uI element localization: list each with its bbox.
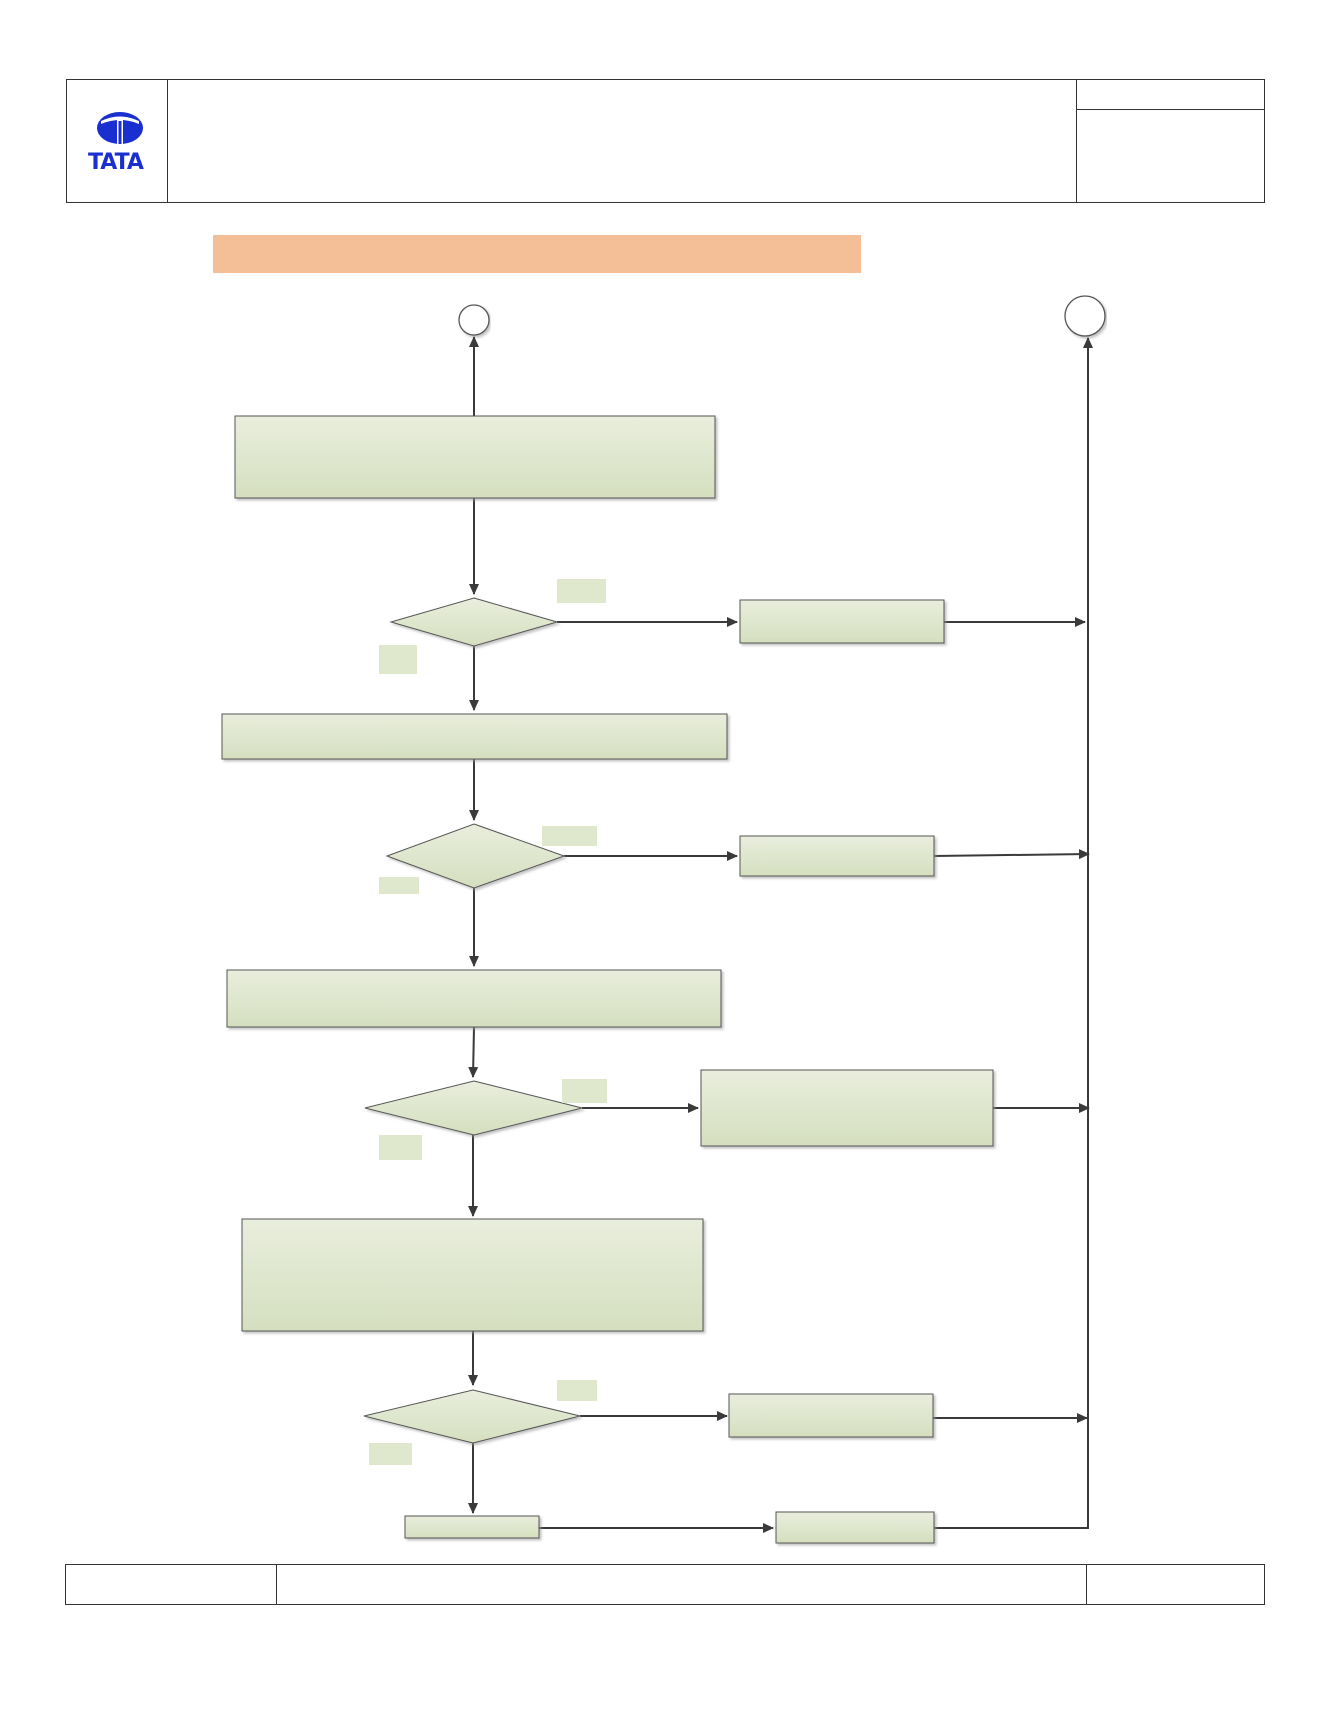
- process-box-3: [226, 969, 722, 1028]
- start-connector: [458, 304, 490, 336]
- action-box-4: [728, 1393, 934, 1438]
- branch-label-no-3: [379, 1135, 422, 1160]
- flow-line: [468, 1026, 479, 1078]
- decision-diamond-1: [389, 597, 559, 647]
- decision-diamond-3: [364, 1080, 583, 1136]
- process-box-2: [221, 713, 728, 760]
- branch-label-yes-3: [562, 1079, 607, 1103]
- header-frame: [66, 79, 1265, 203]
- logo-wordmark: TATA: [88, 150, 144, 175]
- footer-divider-left: [276, 1564, 277, 1605]
- action-box-2: [739, 835, 935, 877]
- branch-label-no-1: [379, 645, 417, 674]
- footer-frame: [65, 1564, 1265, 1605]
- branch-label-yes-4: [557, 1380, 597, 1401]
- branch-label-yes-1: [557, 579, 606, 603]
- decision-diamond-2: [385, 823, 566, 889]
- action-box-1: [739, 599, 945, 644]
- branch-label-no-2: [379, 877, 419, 894]
- end-connector: [1064, 295, 1106, 337]
- collector-line: [934, 337, 1093, 1529]
- process-box-4: [241, 1218, 704, 1332]
- section-banner: [213, 235, 861, 273]
- process-box-1: [234, 415, 716, 499]
- branch-label-no-4: [369, 1443, 412, 1465]
- decision-diamond-4: [363, 1389, 581, 1444]
- process-box-5: [404, 1515, 540, 1539]
- header-right-subdivider: [1076, 109, 1265, 110]
- footer-divider-right: [1086, 1564, 1087, 1605]
- header-divider-right: [1076, 79, 1077, 203]
- action-box-3: [700, 1069, 994, 1147]
- action-box-5: [775, 1511, 935, 1544]
- header-divider-left: [167, 79, 168, 203]
- branch-line: [933, 849, 1090, 860]
- branch-label-yes-2: [542, 826, 597, 846]
